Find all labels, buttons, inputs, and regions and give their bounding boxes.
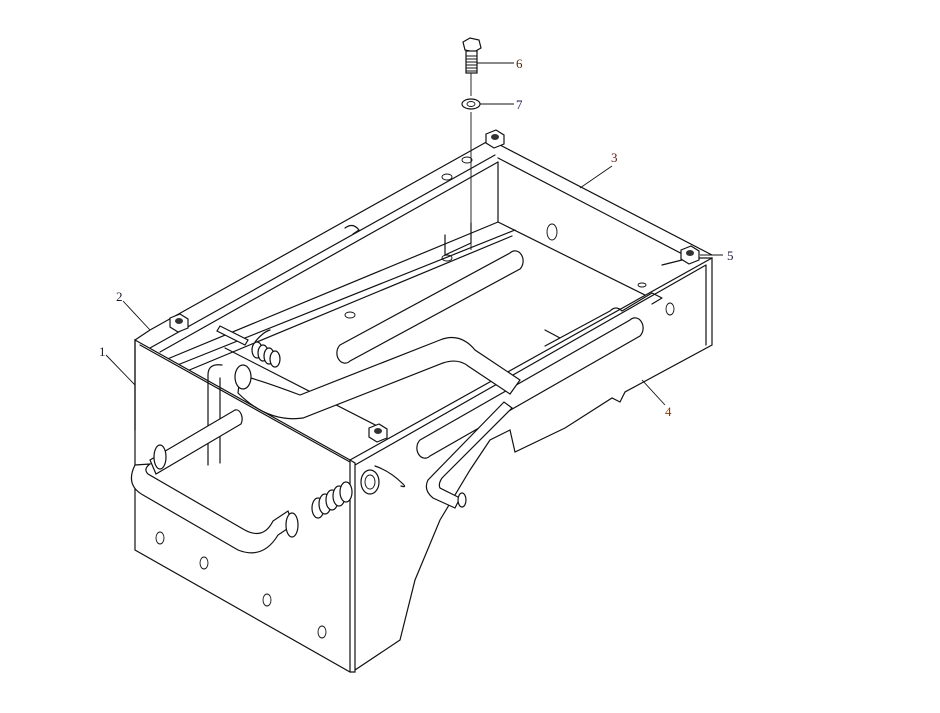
- nut-icon: [680, 245, 700, 265]
- leader-lines: [105, 62, 723, 406]
- springs: [216, 325, 406, 519]
- nut-icon: [368, 423, 388, 443]
- bolt: [462, 37, 482, 96]
- callout-4: 4: [665, 404, 672, 419]
- nuts: [169, 129, 700, 443]
- callout-7: 7: [516, 97, 523, 112]
- washer: [461, 98, 481, 250]
- callout-2: 2: [116, 289, 123, 304]
- inner-floor: [164, 221, 558, 431]
- callout-1: 1: [99, 344, 106, 359]
- right-side-panel: [349, 256, 713, 672]
- callout-3: 3: [611, 150, 618, 165]
- nut-icon: [485, 129, 505, 149]
- nut-icon: [169, 313, 189, 333]
- spring-front: [311, 481, 353, 519]
- spring-rear: [251, 341, 281, 368]
- inner-rods: [336, 250, 644, 459]
- callout-6: 6: [516, 56, 523, 71]
- callout-5: 5: [727, 248, 734, 263]
- handle-tubes: [130, 337, 521, 554]
